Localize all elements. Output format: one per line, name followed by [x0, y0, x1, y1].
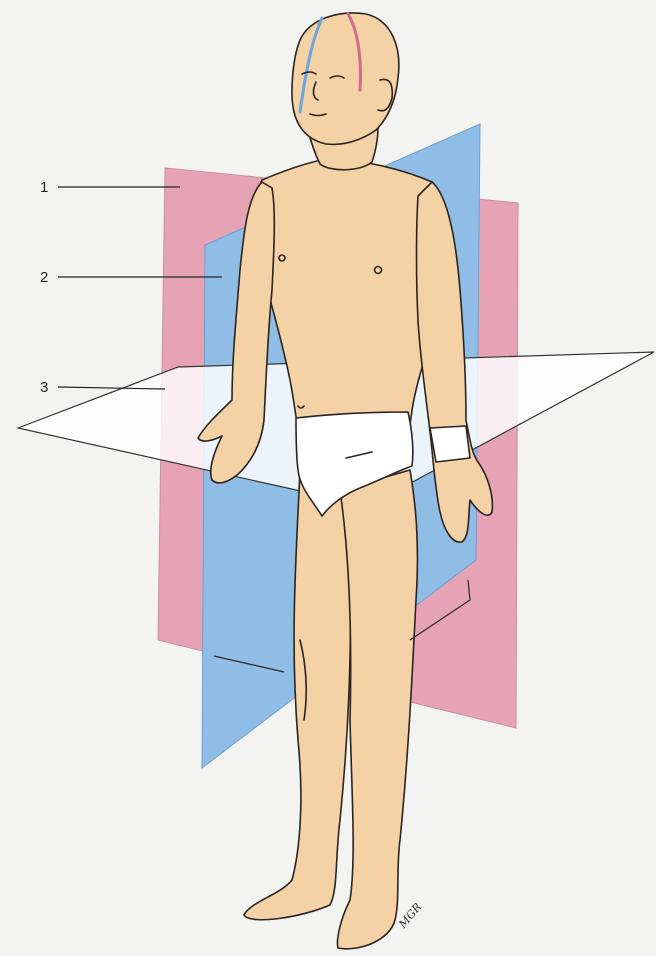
- label-1: 1: [40, 179, 180, 196]
- wristband: [430, 426, 470, 462]
- label-1-text: 1: [40, 179, 48, 196]
- label-3-text: 3: [40, 379, 48, 396]
- right-leg: [338, 470, 418, 949]
- label-2-text: 2: [40, 269, 48, 286]
- artist-signature: MGR: [396, 901, 425, 932]
